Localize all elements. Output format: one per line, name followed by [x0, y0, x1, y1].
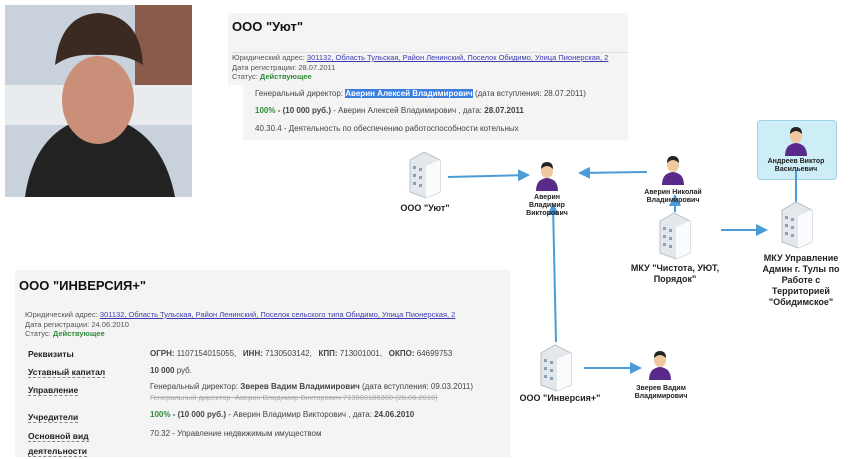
link-inversiya-averinv [547, 203, 560, 343]
rekv-label: Реквизиты [28, 349, 74, 359]
building-icon [540, 344, 572, 392]
share-date: 28.07.2011 [484, 106, 524, 115]
reg-date: 24.06.2010 [91, 319, 129, 329]
uyut-address-link[interactable]: 301132, Область Тульская, Район Ленински… [306, 53, 609, 62]
person-icon [536, 162, 558, 191]
share-pct: 100% [255, 106, 276, 115]
share-pct: 100% [150, 410, 171, 419]
person-photo [5, 5, 192, 197]
status-badge: Действующее [259, 72, 312, 81]
person-icon [785, 127, 807, 156]
share-amount: - (10 000 руб.) [172, 410, 227, 419]
director-name: Аверин Алексей Владимирович [345, 89, 473, 98]
mgmt-label[interactable]: Управление [28, 385, 79, 396]
node-averin-n: Аверин Николай Владимирович [644, 189, 702, 204]
node-chistota: МКУ "Чистота, УЮТ, Порядок" [630, 263, 720, 284]
building-icon [659, 212, 691, 260]
inversiya-info: Юридический адрес: 301132, Область Тульс… [25, 310, 455, 339]
uyut-title: ООО "Уют" [232, 19, 304, 34]
person-icon [662, 156, 684, 185]
capital-unit: руб. [176, 366, 192, 375]
reg-date: 28.07.2011 [298, 62, 336, 72]
inversiya-address-link[interactable]: 301132, Область Тульская, Район Ленински… [99, 310, 456, 319]
activity: 40.30.4 - Деятельность по обеспечению ра… [255, 124, 519, 133]
node-andreev: Андреев Виктор Васильевич [767, 158, 825, 173]
reg-label: Дата регистрации: [25, 319, 90, 329]
building-icon [781, 201, 813, 249]
node-uyut: ООО "Уют" [400, 203, 450, 213]
uyut-card: ООО "Уют" Юридический адрес: 301132, Обл… [228, 13, 628, 85]
inversiya-title: ООО "ИНВЕРСИЯ+" [19, 278, 147, 293]
status-label: Статус: [232, 72, 258, 81]
building-icon [409, 151, 441, 199]
director-date: (дата вступления: 28.07.2011) [474, 89, 586, 98]
share-owner: - Аверин Владимир Викторович , дата: [228, 410, 372, 419]
node-inversiya: ООО "Инверсия+" [519, 393, 601, 403]
mgmt-old: Генеральный директор- Аверин Владимир Ви… [150, 393, 438, 402]
node-mku-upr: МКУ Управление Админ г. Тулы по Работе с… [762, 253, 840, 307]
share-owner: - Аверин Алексей Владимирович , дата: [333, 106, 483, 115]
uyut-info: Юридический адрес: 301132, Область Тульс… [232, 52, 628, 82]
capital-value: 10 000 [150, 366, 175, 375]
rekv-values: ОГРН: 1107154015055, ИНН: 7130503142, КП… [150, 349, 453, 358]
node-averin-v: Аверин Владимир Викторович [526, 194, 568, 217]
capital-label[interactable]: Уставный капитал [28, 367, 106, 378]
inversiya-card: ООО "ИНВЕРСИЯ+" Юридический адрес: 30113… [15, 270, 510, 457]
uyut-details: Генеральный директор: Аверин Алексей Вла… [243, 85, 628, 140]
address-label: Юридический адрес: [232, 53, 305, 62]
status-label: Статус: [25, 329, 51, 338]
share-amount: - (10 000 руб.) [277, 106, 332, 115]
link-uyut-averinv [447, 169, 530, 182]
person-icon [649, 351, 671, 380]
founders-label[interactable]: Учредители [28, 412, 79, 423]
mgmt-name: Зверев Вадим Владимирович [240, 382, 360, 391]
share-date: 24.06.2010 [374, 410, 415, 419]
mgmt-prefix: Генеральный директор: [150, 382, 239, 391]
status-badge: Действующее [52, 329, 105, 338]
director-prefix: Генеральный директор: [255, 89, 344, 98]
activity: 70.32 - Управление недвижимым имуществом [150, 429, 322, 438]
node-zverev: Зверев Вадим Владимирович [634, 385, 688, 400]
address-label: Юридический адрес: [25, 310, 98, 319]
link-averinn-averinv [578, 166, 648, 179]
mgmt-date: (дата вступления: 09.03.2011) [362, 382, 474, 391]
reg-label: Дата регистрации: [232, 62, 297, 72]
